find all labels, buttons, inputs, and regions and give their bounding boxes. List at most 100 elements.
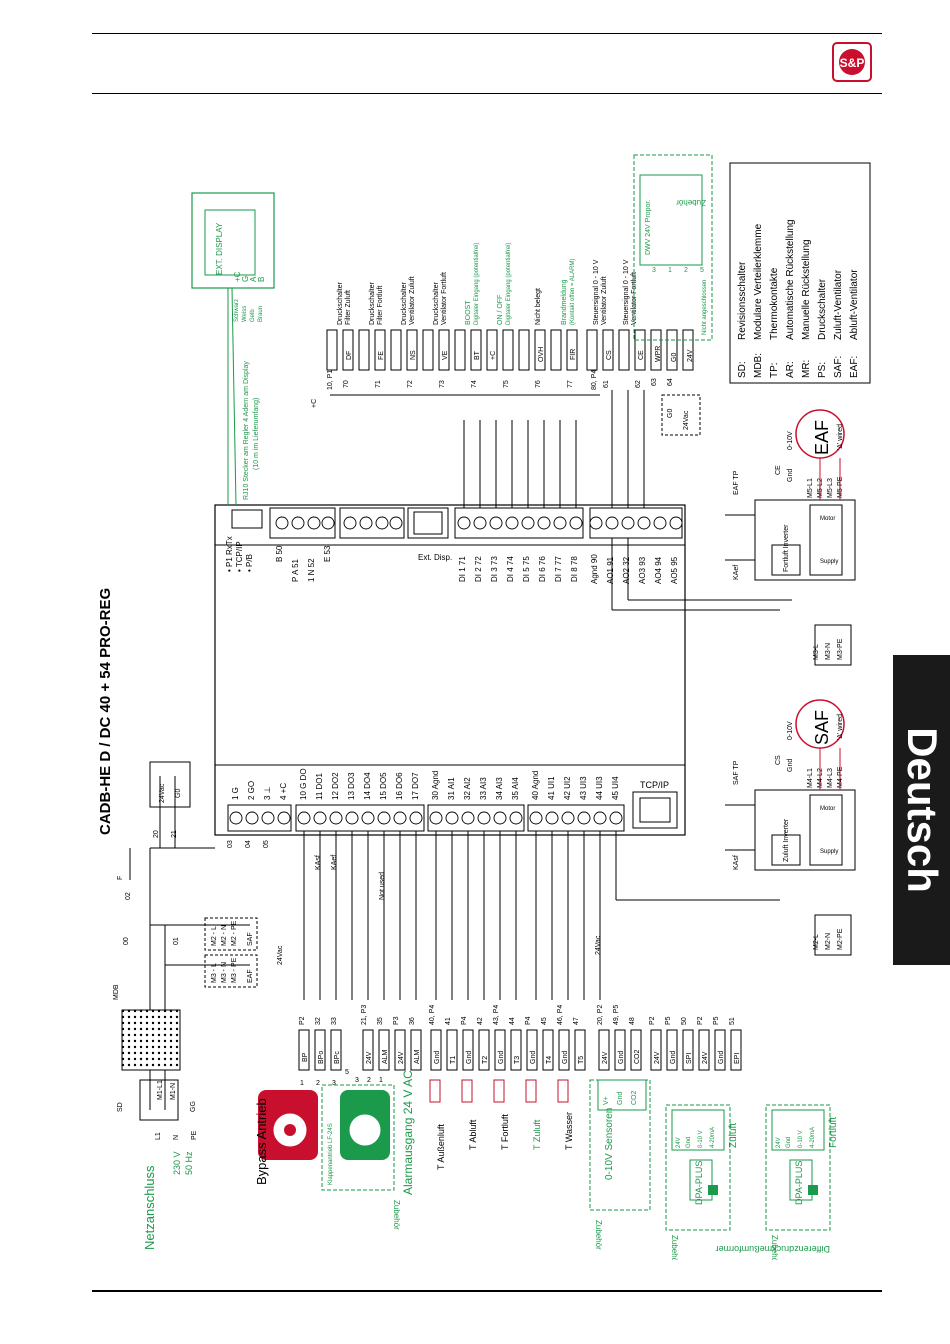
ext-display-pin: G xyxy=(241,276,250,282)
diagram-title: CADB-HE D / DC 40 + 54 PRO-REG xyxy=(97,588,114,835)
ext-display-note: (10 m im Lieferumfang) xyxy=(253,398,260,470)
transformer-g0: G0 xyxy=(175,789,182,798)
input-sub: Ventilator Fortluft xyxy=(441,272,448,325)
kasf-label: KAsf xyxy=(315,855,322,870)
sensor-num: 41 xyxy=(445,1017,452,1025)
p-label: 10, P1 xyxy=(327,370,334,390)
bypass-term: BPo xyxy=(318,1051,325,1064)
legend-text: Druckschalter xyxy=(817,278,828,340)
wire-num: 20 xyxy=(153,830,160,838)
bottom-wires xyxy=(303,831,601,1000)
vac-box xyxy=(661,394,701,436)
sensor-label: T Wasser xyxy=(564,1112,574,1150)
dpa-box-label: 4-20mA xyxy=(710,1127,716,1148)
input-term: NS xyxy=(410,350,417,360)
ext-display-wire: Gelb xyxy=(250,309,256,322)
co2-num: 20, P2 xyxy=(597,1005,604,1025)
ao-label: AO1 91 xyxy=(606,556,615,584)
sensor-term: T3 xyxy=(514,1056,521,1064)
input-wires xyxy=(330,390,645,508)
header-rule-bottom xyxy=(92,93,882,94)
vac-transformer xyxy=(149,761,191,808)
p-label: 80, P4 xyxy=(591,370,598,390)
sensor-term: Gnd xyxy=(434,1051,441,1064)
wpr-term: WPR xyxy=(655,346,662,362)
dpa-term: SPI xyxy=(686,1053,693,1064)
mdb-label: MDB xyxy=(113,984,120,1000)
eaf-mdb-label: M3 - L xyxy=(211,963,218,983)
saf-inverter xyxy=(725,699,856,956)
bypass-wire: 1 xyxy=(300,1080,304,1087)
legend-text: Modulare Verteilerklemme xyxy=(753,223,764,340)
legend-text: Zuluft-Ventilator xyxy=(833,269,844,340)
saf-inverter-label: Zuluft Inverter xyxy=(783,818,790,862)
input-term: CE xyxy=(638,350,645,360)
co2-sensor: V+ Gnd CO2 0-10V Sensoren Zubehör xyxy=(589,1079,651,1250)
saf-gnd: Gnd xyxy=(787,759,794,772)
valve-pin: 5 xyxy=(700,267,704,274)
dpa-box-label: 0-10 V xyxy=(798,1130,804,1148)
volt-label: 230 V xyxy=(172,1151,182,1175)
input-sub: Ventilator Zuluft xyxy=(601,276,608,325)
saf-name: SAF xyxy=(812,710,832,745)
language-tab: Deutsch xyxy=(893,655,950,965)
saf-mdb-label: M2 - PE xyxy=(231,920,238,946)
sensor-num: 44 xyxy=(509,1017,516,1025)
saf-kontakt: KAsf xyxy=(733,855,740,870)
saf-motor-line: M4-L2 xyxy=(817,768,824,788)
header-rule xyxy=(92,33,882,34)
alarm-num: 36 xyxy=(409,1017,416,1025)
sensor-label: T Außenluft xyxy=(436,1124,446,1170)
co2-box-label: Gnd xyxy=(617,1092,624,1105)
ao-label: AO5 95 xyxy=(670,556,679,584)
di-label: DI 5 75 xyxy=(522,556,531,582)
legend-abbr: MR: xyxy=(801,360,812,378)
ext-display xyxy=(191,192,275,506)
co2-term: Gnd xyxy=(618,1051,625,1064)
power-wires xyxy=(129,776,250,1110)
alarm-num: 35 xyxy=(377,1017,384,1025)
klappen-pin: 2 xyxy=(367,1077,371,1084)
tcp-ip-jack xyxy=(639,797,671,823)
legend-abbr: SD: xyxy=(737,361,748,378)
input-sub: Filter Fortluft xyxy=(377,286,384,325)
ui-label: 40 Agnd xyxy=(531,771,540,800)
ext-disp-label: Ext. Disp. xyxy=(418,553,452,562)
eaf-mdb xyxy=(204,954,258,988)
sensor-term: T2 xyxy=(482,1056,489,1064)
input-num: 76 xyxy=(535,380,542,388)
bypass-term: BP xyxy=(302,1052,309,1062)
co2-zubehor: Zubehör xyxy=(594,1220,603,1250)
p-label: 63 xyxy=(651,378,658,386)
valve-pin: 1 xyxy=(668,267,672,274)
eaf-wired: 'Δ' wired xyxy=(837,424,844,450)
do-label: 11 DO1 xyxy=(315,772,324,800)
input-term: CS xyxy=(606,350,613,360)
saf-mdb xyxy=(204,917,258,951)
input-term: +C xyxy=(490,351,497,360)
dpa-zuluft-label: Zuluft xyxy=(728,1123,739,1148)
ai-label: 30 Agnd xyxy=(431,771,440,800)
ui-label: 41 UI1 xyxy=(547,776,556,800)
eaf-motor-line: M5-PE xyxy=(837,476,844,498)
bypass-num: P2 xyxy=(299,1016,306,1025)
input-label: Brandmeldung xyxy=(561,279,568,325)
saf-cs: CS xyxy=(775,755,782,765)
input-label: Druckschalter xyxy=(433,282,440,325)
sensor-label: T Fortluft xyxy=(500,1114,510,1150)
valve-pin: 3 xyxy=(652,267,656,274)
bypass-vac: 24Vac xyxy=(277,945,284,965)
footer-rule xyxy=(92,1290,882,1292)
zubehor-label: Zubehör xyxy=(676,198,706,207)
input-term: OVH xyxy=(538,347,545,362)
rs485-label: 1 N 52 xyxy=(307,558,316,582)
saf-line: M2-PE xyxy=(837,928,844,950)
di-label: DI 6 76 xyxy=(538,556,547,582)
mdb-block xyxy=(121,1009,181,1071)
dpa-num: P5 xyxy=(713,1016,720,1025)
sensor-label: T Abluft xyxy=(468,1119,478,1150)
valve-pin: 2 xyxy=(684,267,688,274)
dpa-box-label: Gnd xyxy=(786,1137,792,1148)
dpa-name: DPA-PLUS xyxy=(794,1161,804,1205)
sensor-term: Gnd xyxy=(562,1051,569,1064)
